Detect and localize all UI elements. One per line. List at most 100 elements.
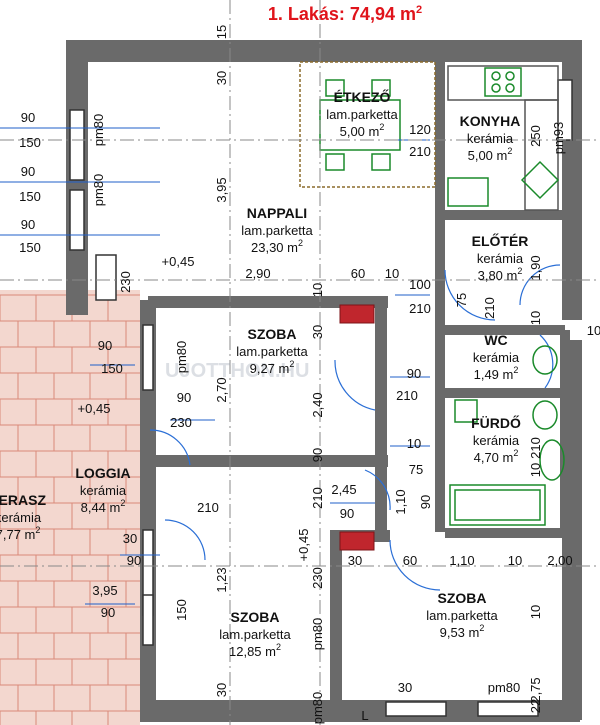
dimension-label: +0,45 — [78, 401, 111, 416]
dimension-label: 10 — [407, 436, 421, 451]
dimension-label: 10 — [385, 266, 399, 281]
room-floor: lam.parketta — [326, 107, 398, 122]
room-label-terasz: TERASZ kerámia7,77 m2 — [0, 492, 46, 542]
dimension-lines — [0, 127, 430, 605]
dimension-label: 120 — [409, 122, 431, 137]
dimension-label: pm93 — [551, 122, 566, 155]
dimension-label: 90 — [177, 390, 191, 405]
room-floor: kerámia — [0, 510, 42, 525]
room-area-sup: 2 — [513, 448, 518, 458]
terrace-tiles — [0, 290, 140, 725]
dimension-label: 230 — [118, 271, 133, 293]
dimension-label: 2,75 — [528, 677, 543, 702]
room-name: SZOBA — [231, 609, 280, 625]
dimension-label: 90 — [127, 553, 141, 568]
dimension-label: 90 — [407, 366, 421, 381]
dimension-label: 30 — [214, 683, 229, 697]
dimension-label: 1,10 — [393, 489, 408, 514]
dimension-label: 230 — [170, 415, 192, 430]
room-name: ÉTKEZŐ — [334, 88, 391, 105]
room-area: 8,44 m2 — [81, 498, 126, 515]
room-area-sup: 2 — [298, 238, 303, 248]
dimension-label: 150 — [174, 599, 189, 621]
dimension-label: 30 — [214, 71, 229, 85]
dimension-label: 10 — [310, 283, 325, 297]
chimneys — [339, 304, 375, 551]
room-area-sup: 2 — [507, 146, 512, 156]
room-name: TERASZ — [0, 492, 46, 508]
dimension-label: 75 — [409, 462, 423, 477]
dimension-label: 150 — [19, 135, 41, 150]
dimension-label: 150 — [19, 240, 41, 255]
dimension-label: 3,95 — [92, 583, 117, 598]
room-floor: lam.parketta — [241, 223, 313, 238]
room-name: LOGGIA — [75, 465, 130, 481]
dimension-label: 90 — [101, 605, 115, 620]
dimension-label: 210 — [409, 144, 431, 159]
dimension-label: 30 — [398, 680, 412, 695]
dimension-label: 30 — [123, 531, 137, 546]
dimension-label: 10 — [508, 553, 522, 568]
room-area: 5,00 m2 — [340, 122, 385, 139]
dimension-label: 10 — [528, 605, 543, 619]
room-floor: kerámia — [473, 433, 520, 448]
room-area: 9,27 m2 — [250, 359, 295, 376]
room-name: FÜRDŐ — [471, 414, 521, 431]
dimension-label: 100 — [409, 277, 431, 292]
dimension-label: 210 — [396, 388, 418, 403]
walls — [66, 40, 582, 722]
room-area: 7,77 m2 — [0, 525, 40, 542]
dimension-label: 90 — [340, 506, 354, 521]
dimension-label: 90 — [21, 110, 35, 125]
dimension-label: 2,70 — [214, 377, 229, 402]
dimension-label: 2,90 — [245, 266, 270, 281]
room-area: 3,80 m2 — [478, 266, 523, 283]
room-floor: kerámia — [467, 131, 514, 146]
dimension-label: 3,95 — [214, 177, 229, 202]
room-name: SZOBA — [438, 590, 487, 606]
dimension-label: pm80 — [91, 114, 106, 147]
room-floor: kerámia — [477, 251, 524, 266]
room-area: 4,70 m2 — [474, 448, 519, 465]
dimension-label: 230 — [310, 567, 325, 589]
dimension-label: 210 — [310, 487, 325, 509]
kitchen-fixtures — [447, 65, 560, 211]
room-area-sup: 2 — [513, 365, 518, 375]
dimension-label: 150 — [101, 361, 123, 376]
plan-title: 1. Lakás: 74,94 m2 — [268, 4, 422, 24]
dimension-label: 210 — [197, 500, 219, 515]
dimension-label: 60 — [403, 553, 417, 568]
dimension-label: pm80 — [488, 680, 521, 695]
dimension-label: pm80 — [91, 174, 106, 207]
dimension-label: 1,90 — [528, 255, 543, 280]
dimension-label: 150 — [19, 189, 41, 204]
plan-title-text: 1. Lakás: 74,94 m — [268, 4, 416, 24]
room-name: NAPPALI — [247, 205, 307, 221]
dimension-label: 10 — [528, 463, 543, 477]
dimension-label: 30 — [310, 325, 325, 339]
dimension-label: 90 — [418, 495, 433, 509]
room-area-sup: 2 — [517, 266, 522, 276]
bathroom-fixtures — [449, 345, 565, 526]
dimension-label: +0,45 — [296, 529, 311, 562]
room-area: 1,49 m2 — [474, 365, 519, 382]
dimension-label: 1,23 — [214, 567, 229, 592]
dimension-label: L — [361, 708, 368, 723]
room-name: KONYHA — [460, 113, 521, 129]
room-name: ELŐTÉR — [472, 232, 529, 249]
room-area: 9,53 m2 — [440, 623, 485, 640]
dimension-label: 90 — [310, 448, 325, 462]
room-area-sup: 2 — [479, 623, 484, 633]
room-floor: kerámia — [80, 483, 127, 498]
dimension-label: 210 — [528, 437, 543, 459]
room-area-sup: 2 — [120, 498, 125, 508]
room-area-sup: 2 — [35, 525, 40, 535]
plan-title-sup: 2 — [416, 4, 422, 16]
dimension-label: 15 — [214, 25, 229, 39]
